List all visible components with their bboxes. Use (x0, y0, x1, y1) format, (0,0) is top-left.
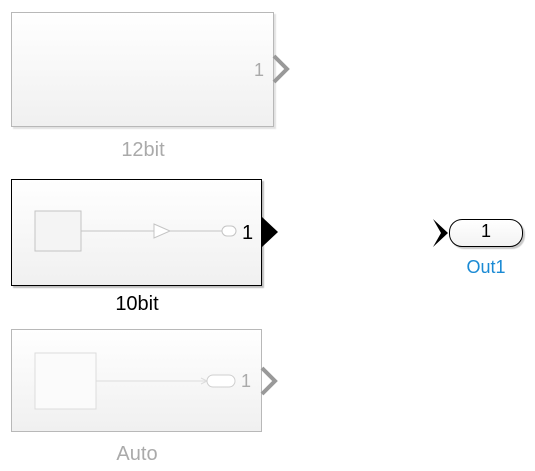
block-label-auto: Auto (116, 443, 158, 465)
output-port-arrow-10bit[interactable] (262, 217, 278, 247)
output-port-number-10bit: 1 (242, 222, 254, 244)
outport-number: 1 (480, 221, 491, 241)
outport-block[interactable]: 1 (449, 219, 523, 247)
subsystem-block-12bit[interactable] (11, 12, 274, 127)
block-label-10bit: 10bit (115, 293, 159, 315)
subsystem-icon-auto (34, 352, 236, 410)
outport-input-arrow[interactable] (433, 219, 448, 247)
output-port-arrow-auto[interactable] (260, 366, 278, 396)
subsystem-icon-10bit (34, 210, 237, 252)
output-port-number-12bit: 1 (254, 60, 265, 80)
output-port-number-auto: 1 (241, 371, 252, 391)
outport-label: Out1 (466, 257, 506, 277)
output-port-arrow-12bit[interactable] (272, 54, 290, 84)
block-label-12bit: 12bit (121, 139, 165, 161)
